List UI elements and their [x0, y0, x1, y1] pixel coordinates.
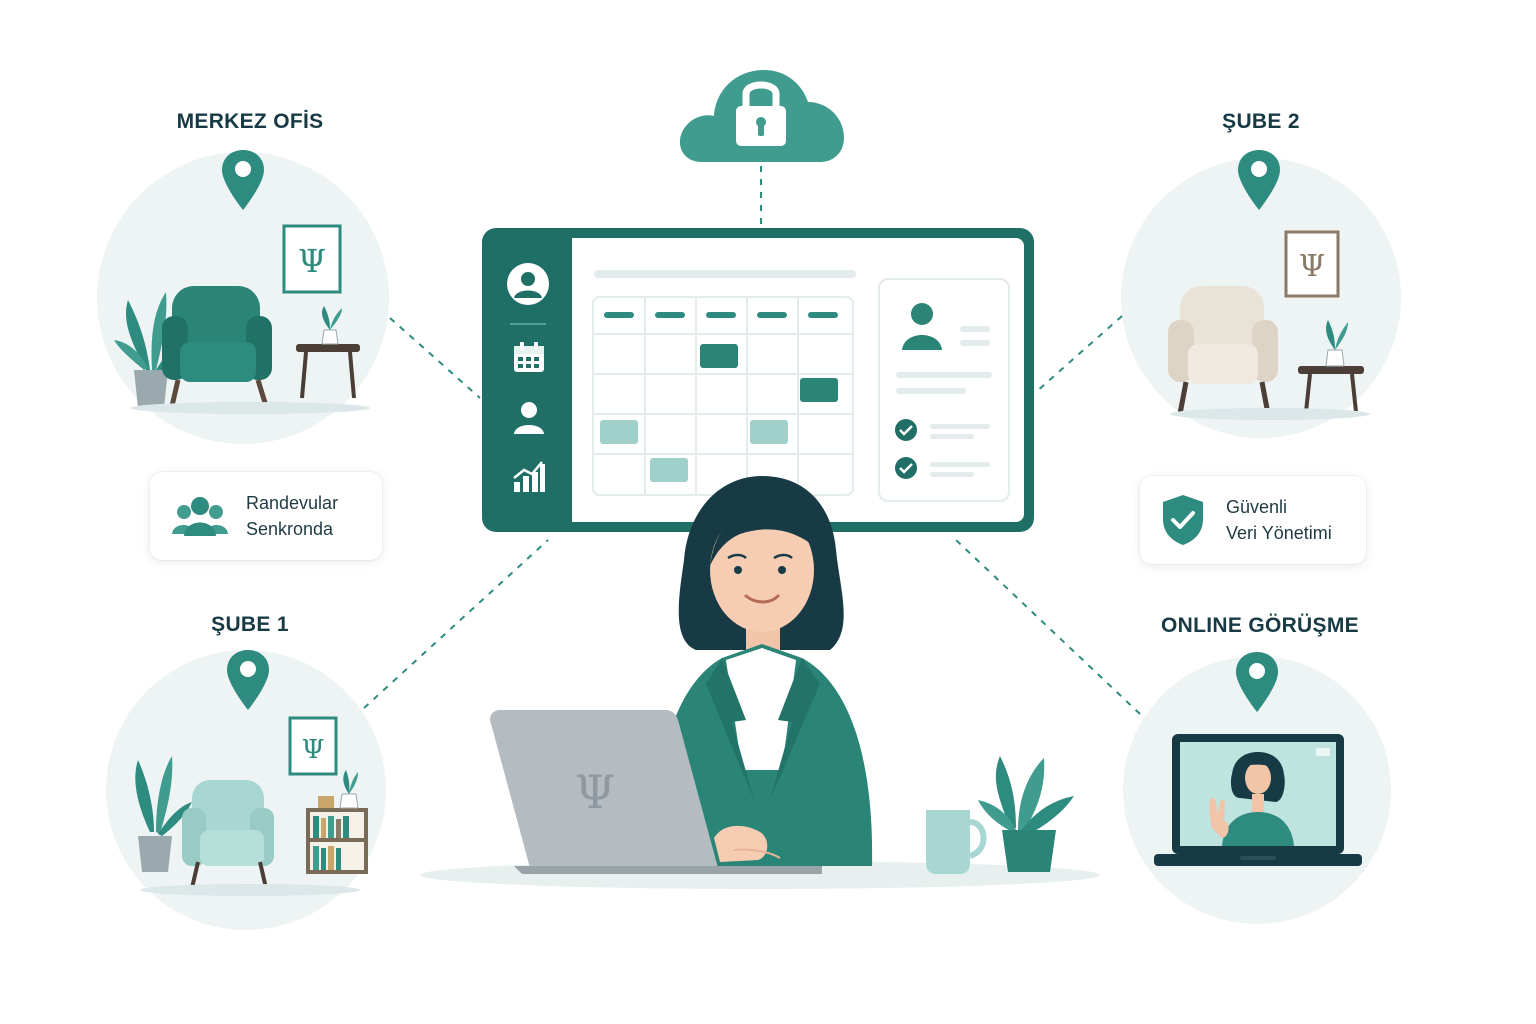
secure-badge-line1: Güvenli [1226, 497, 1288, 517]
user-icon [902, 303, 942, 350]
connector-sube1 [363, 539, 549, 709]
sube2-room-scene: Ψ [1168, 230, 1370, 420]
sube1-title: ŞUBE 1 [211, 613, 289, 636]
connector-sube2 [1035, 315, 1123, 393]
svg-text:Ψ: Ψ [575, 765, 615, 819]
sync-badge-line2: Senkronda [246, 519, 334, 539]
svg-text:Ψ: Ψ [298, 242, 326, 280]
users-group-icon [172, 497, 228, 536]
check-circle-icon [895, 419, 917, 441]
dashboard-monitor [482, 228, 1034, 532]
online-laptop-scene [1154, 734, 1362, 866]
map-pin-icon [1236, 652, 1278, 712]
online-title: ONLINE GÖRÜŞME [1161, 614, 1359, 637]
map-pin-icon [222, 150, 264, 210]
sync-badge-line1: Randevular [246, 493, 339, 513]
secure-badge-text: Güvenli Veri Yönetimi [1226, 494, 1332, 546]
svg-text:Ψ: Ψ [302, 735, 325, 765]
client-profile-card[interactable] [878, 278, 1010, 502]
calendar-event [650, 458, 688, 482]
connector-online [955, 539, 1141, 715]
header-bar-placeholder [594, 270, 856, 278]
sync-badge-text: Randevular Senkronda [246, 490, 338, 542]
shield-check-icon [1163, 495, 1203, 545]
dashboard-sidebar [482, 228, 572, 532]
text-placeholder [960, 340, 990, 346]
sube2-title: ŞUBE 2 [1222, 110, 1300, 133]
calendar-icon[interactable] [512, 340, 546, 374]
cloud-lock-icon [679, 70, 844, 162]
calendar-event [600, 420, 638, 444]
calendar-event [800, 378, 838, 402]
chart-icon[interactable] [512, 460, 546, 494]
text-placeholder [930, 462, 990, 467]
sync-badge: Randevular Senkronda [150, 472, 382, 560]
secure-badge-line2: Veri Yönetimi [1226, 523, 1332, 543]
secure-badge: Güvenli Veri Yönetimi [1140, 476, 1366, 564]
text-placeholder [960, 326, 990, 332]
merkez-room-scene: Ψ [114, 224, 370, 414]
svg-text:Ψ: Ψ [1299, 249, 1325, 284]
text-placeholder [896, 388, 966, 394]
dashboard-main-panel [572, 238, 1024, 522]
user-icon[interactable] [512, 400, 546, 436]
therapist-at-desk: Ψ [490, 476, 1074, 874]
avatar[interactable] [506, 262, 550, 306]
calendar-event [750, 420, 788, 444]
sidebar-divider [510, 323, 546, 325]
text-placeholder [930, 472, 974, 477]
merkez-title: MERKEZ OFİS [176, 110, 324, 133]
map-pin-icon [1238, 150, 1280, 210]
text-placeholder [930, 424, 990, 429]
calendar-event [700, 344, 738, 368]
sube1-room-scene: Ψ [135, 716, 368, 896]
text-placeholder [896, 372, 992, 378]
text-placeholder [930, 434, 974, 439]
calendar-grid[interactable] [592, 296, 856, 500]
map-pin-icon [227, 650, 269, 710]
connector-merkez [389, 317, 481, 399]
check-circle-icon [895, 457, 917, 479]
